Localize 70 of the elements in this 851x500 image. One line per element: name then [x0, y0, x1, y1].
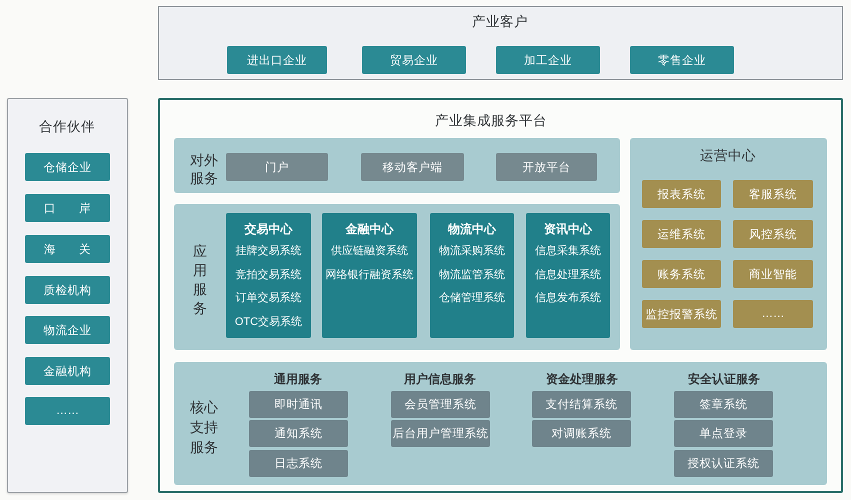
partner-tile: 口 岸	[25, 194, 110, 222]
service-tile: 开放平台	[496, 153, 597, 181]
system-item: 仓储管理系统	[439, 290, 505, 306]
group-heading: 用户信息服务	[404, 371, 476, 387]
panel-title: 产业集成服务平台	[435, 112, 547, 130]
system-item: 信息处理系统	[535, 268, 601, 282]
app-center-card	[430, 213, 514, 338]
ops-tile: 风控系统	[733, 220, 813, 248]
panel-title: 运营中心	[700, 147, 756, 165]
center-title: 交易中心	[244, 221, 292, 238]
group-heading: 通用服务	[274, 371, 322, 387]
center-title: 金融中心	[346, 221, 394, 238]
ops-tile: 运维系统	[642, 220, 721, 248]
system-item: 网络银行融资系统	[326, 268, 414, 282]
band-label: 对外服务	[190, 151, 218, 187]
system-item: 信息采集系统	[535, 244, 601, 259]
service-tile: 门户	[226, 153, 328, 181]
platform-panel	[158, 98, 843, 493]
customer-tile: 贸易企业	[362, 46, 466, 74]
partner-tile: 海 关	[25, 235, 110, 263]
system-item: OTC交易系统	[234, 314, 302, 330]
band-label: 核心支持服务	[190, 398, 218, 457]
system-tile: 签章系统	[674, 391, 773, 418]
service-band	[174, 362, 827, 485]
customer-tile: 加工企业	[496, 46, 600, 74]
system-tile: 通知系统	[249, 420, 348, 447]
partner-tile: ……	[25, 397, 110, 425]
ops-tile: ……	[733, 300, 813, 328]
system-item: 竞拍交易系统	[236, 268, 302, 282]
system-tile: 对调账系统	[532, 420, 631, 447]
band-label: 应用服务	[193, 242, 207, 318]
partner-tile: 金融机构	[25, 357, 110, 385]
system-tile: 单点登录	[674, 420, 773, 447]
ops-tile: 账务系统	[642, 260, 721, 288]
ops-tile: 报表系统	[642, 180, 721, 208]
partner-tile: 质检机构	[25, 276, 110, 304]
group-heading: 安全认证服务	[688, 371, 760, 387]
customer-panel	[158, 6, 843, 80]
system-item: 信息发布系统	[535, 290, 601, 306]
partner-tile: 物流企业	[25, 316, 110, 344]
system-tile: 即时通讯	[249, 391, 348, 418]
service-band	[174, 138, 620, 193]
service-band	[174, 204, 620, 350]
app-center-card	[526, 213, 610, 338]
center-title: 资讯中心	[544, 221, 592, 238]
app-center-card	[226, 213, 311, 338]
system-tile: 授权认证系统	[674, 450, 773, 477]
system-item: 订单交易系统	[236, 290, 302, 306]
ops-tile: 客服系统	[733, 180, 813, 208]
partner-tile: 仓储企业	[25, 153, 110, 181]
center-title: 物流中心	[448, 221, 496, 238]
service-tile: 移动客户端	[361, 153, 464, 181]
app-center-card	[322, 213, 417, 338]
system-item: 供应链融资系统	[331, 244, 408, 259]
panel-title: 合作伙伴	[39, 118, 95, 136]
system-tile: 会员管理系统	[391, 391, 490, 418]
partner-panel	[7, 98, 128, 493]
ops-panel	[630, 138, 827, 350]
system-item: 物流采购系统	[439, 244, 505, 259]
ops-tile: 监控报警系统	[642, 300, 721, 328]
customer-tile: 零售企业	[630, 46, 734, 74]
system-item: 物流监管系统	[439, 268, 505, 282]
system-tile: 后台用户管理系统	[391, 420, 490, 447]
ops-tile: 商业智能	[733, 260, 813, 288]
panel-title: 产业客户	[472, 13, 528, 31]
group-heading: 资金处理服务	[546, 371, 618, 387]
system-item: 挂牌交易系统	[236, 244, 302, 259]
customer-tile: 进出口企业	[227, 46, 327, 74]
system-tile: 支付结算系统	[532, 391, 631, 418]
system-tile: 日志系统	[249, 450, 348, 477]
